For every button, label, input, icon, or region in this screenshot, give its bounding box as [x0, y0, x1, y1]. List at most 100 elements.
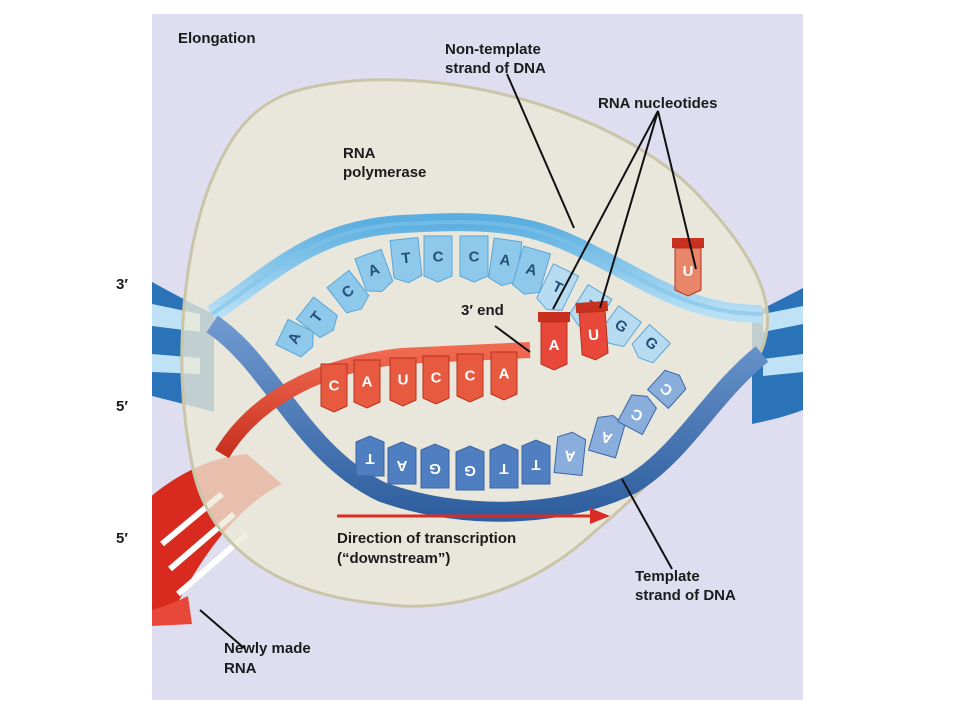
non-template-base-10-shape — [536, 263, 580, 311]
rna-base-3-shape — [389, 357, 417, 407]
incoming-nucleotide-3: U — [672, 238, 704, 297]
newly-made-rna-label-line2: RNA — [224, 660, 257, 677]
incoming-nucleotide-1-cap — [538, 312, 570, 322]
template-base-3-letter: G — [429, 460, 441, 477]
direction-label-line2: (“downstream”) — [337, 550, 451, 567]
template-base-7-letter: A — [564, 446, 577, 464]
rna-polymerase-label-line2: polymerase — [343, 164, 427, 181]
template-base-2-shape — [387, 441, 417, 485]
template-base-1-letter: T — [365, 450, 374, 467]
template-base-6: T — [521, 439, 551, 485]
template-label-line2: strand of DNA — [635, 587, 736, 604]
template-base-2-letter: A — [396, 457, 407, 474]
template-base-8: A — [587, 415, 626, 459]
non-template-base-1-shape — [275, 318, 314, 358]
leader-rna-nucleotide-2 — [599, 110, 659, 309]
template-base-3: G — [420, 443, 450, 489]
non-template-base-7-letter: C — [469, 248, 480, 265]
non-template-base-4-shape — [354, 248, 394, 293]
non-template-base-8: A — [488, 237, 523, 287]
non-template-base-5: T — [389, 236, 423, 284]
template-base-9: C — [616, 394, 658, 436]
template-base-10: C — [646, 369, 687, 410]
template-base-4: G — [455, 445, 485, 491]
incoming-nucleotide-1: A — [538, 312, 570, 371]
rna-base-4-shape — [422, 355, 450, 405]
incoming-nucleotide-2-letter: U — [588, 327, 600, 345]
non-template-base-8-shape — [488, 237, 523, 287]
non-template-base-7: C — [459, 235, 489, 283]
non-template-base-13-shape — [631, 323, 672, 364]
non-template-label-line2: strand of DNA — [445, 60, 546, 77]
incoming-nucleotide-3-letter: U — [683, 263, 694, 280]
rna-base-3-letter: U — [398, 371, 409, 388]
incoming-nucleotide-3-cap — [672, 238, 704, 248]
direction-arrow — [337, 508, 610, 524]
newly-made-rna-label-line1: Newly made — [224, 640, 311, 657]
rna-base-4-letter: C — [431, 369, 442, 386]
non-template-base-1: A — [275, 318, 314, 358]
rna-base-5: C — [456, 353, 484, 403]
rna-base-2-shape — [353, 359, 381, 409]
non-template-base-2: T — [295, 296, 338, 339]
incoming-nucleotide-2-cap — [575, 300, 609, 314]
rna-polymerase-body — [180, 78, 769, 608]
rna-base-3: U — [389, 357, 417, 407]
three-prime-end-label: 3′ end — [461, 302, 504, 319]
five-prime-left-upper-label: 5′ — [116, 398, 128, 415]
rna-polymerase-label-line1: RNA — [343, 145, 376, 162]
template-base-8-letter: A — [599, 427, 614, 446]
incoming-nucleotides: A U U — [538, 238, 704, 371]
title: Elongation — [178, 30, 256, 47]
rna-base-1: C — [320, 363, 348, 413]
template-base-10-shape — [646, 369, 687, 410]
five-prime-left-lower-label: 5′ — [116, 530, 128, 547]
non-template-base-5-letter: T — [401, 250, 412, 268]
non-template-base-6: C — [423, 235, 453, 283]
template-base-2: A — [387, 441, 417, 485]
leader-3-prime-end — [494, 325, 531, 353]
non-template-base-6-letter: C — [433, 248, 444, 265]
rna-base-1-letter: C — [329, 377, 340, 394]
leader-template — [621, 478, 673, 570]
leader-non-template — [506, 73, 575, 229]
template-base-7-shape — [553, 431, 587, 477]
non-template-base-3: C — [326, 269, 370, 314]
rna-base-6: A — [490, 351, 518, 401]
template-base-6-shape — [521, 439, 551, 485]
template-base-3-shape — [420, 443, 450, 489]
incoming-nucleotide-2: U — [575, 300, 609, 361]
template-backbone — [206, 315, 769, 522]
rna-base-5-shape — [456, 353, 484, 403]
template-base-7: A — [553, 431, 587, 477]
template-base-4-letter: G — [464, 462, 476, 479]
non-template-base-4: A — [354, 248, 394, 293]
leader-rna-nucleotide-1 — [552, 110, 659, 310]
leader-newly-made-rna — [199, 609, 245, 649]
incoming-nucleotide-1-letter: A — [549, 337, 560, 354]
template-base-5: T — [489, 443, 519, 489]
rna-base-2-letter: A — [362, 373, 373, 390]
template-base-1: T — [355, 435, 385, 477]
non-template-base-6-shape — [423, 235, 453, 283]
template-base-5-letter: T — [499, 460, 508, 477]
incoming-nucleotide-1-body — [540, 321, 568, 371]
non-template-base-5-shape — [389, 236, 423, 284]
direction-label-line1: Direction of transcription — [337, 530, 517, 547]
template-label-line1: Template — [635, 568, 700, 585]
template-base-8-shape — [587, 415, 626, 459]
rna-base-1-shape — [320, 363, 348, 413]
rna-base-2: A — [353, 359, 381, 409]
non-template-base-2-shape — [295, 296, 338, 339]
rna-nucleotides-label: RNA nucleotides — [598, 95, 718, 112]
non-template-bases: ATCATCCAATTGG — [275, 235, 672, 364]
non-template-base-8-letter: A — [499, 251, 512, 269]
non-template-base-3-shape — [326, 269, 370, 314]
rna-base-6-letter: A — [499, 365, 510, 382]
non-template-base-7-shape — [459, 235, 489, 283]
rna-backbone — [215, 342, 531, 459]
template-base-1-shape — [355, 435, 385, 477]
